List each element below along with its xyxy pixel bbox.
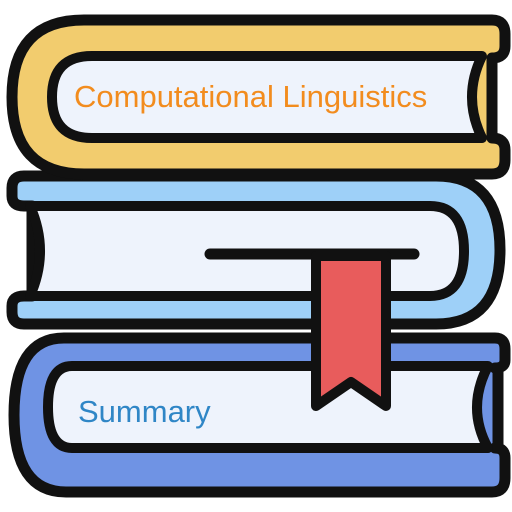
bottom-book-title: Summary (78, 394, 211, 429)
top-book: Computational Linguistics (6, 14, 511, 180)
bookmark-ribbon (311, 251, 391, 411)
top-book-pages (47, 51, 487, 143)
top-book-title: Computational Linguistics (74, 79, 427, 114)
middle-book (6, 170, 506, 330)
bottom-book: Summary (8, 332, 511, 498)
